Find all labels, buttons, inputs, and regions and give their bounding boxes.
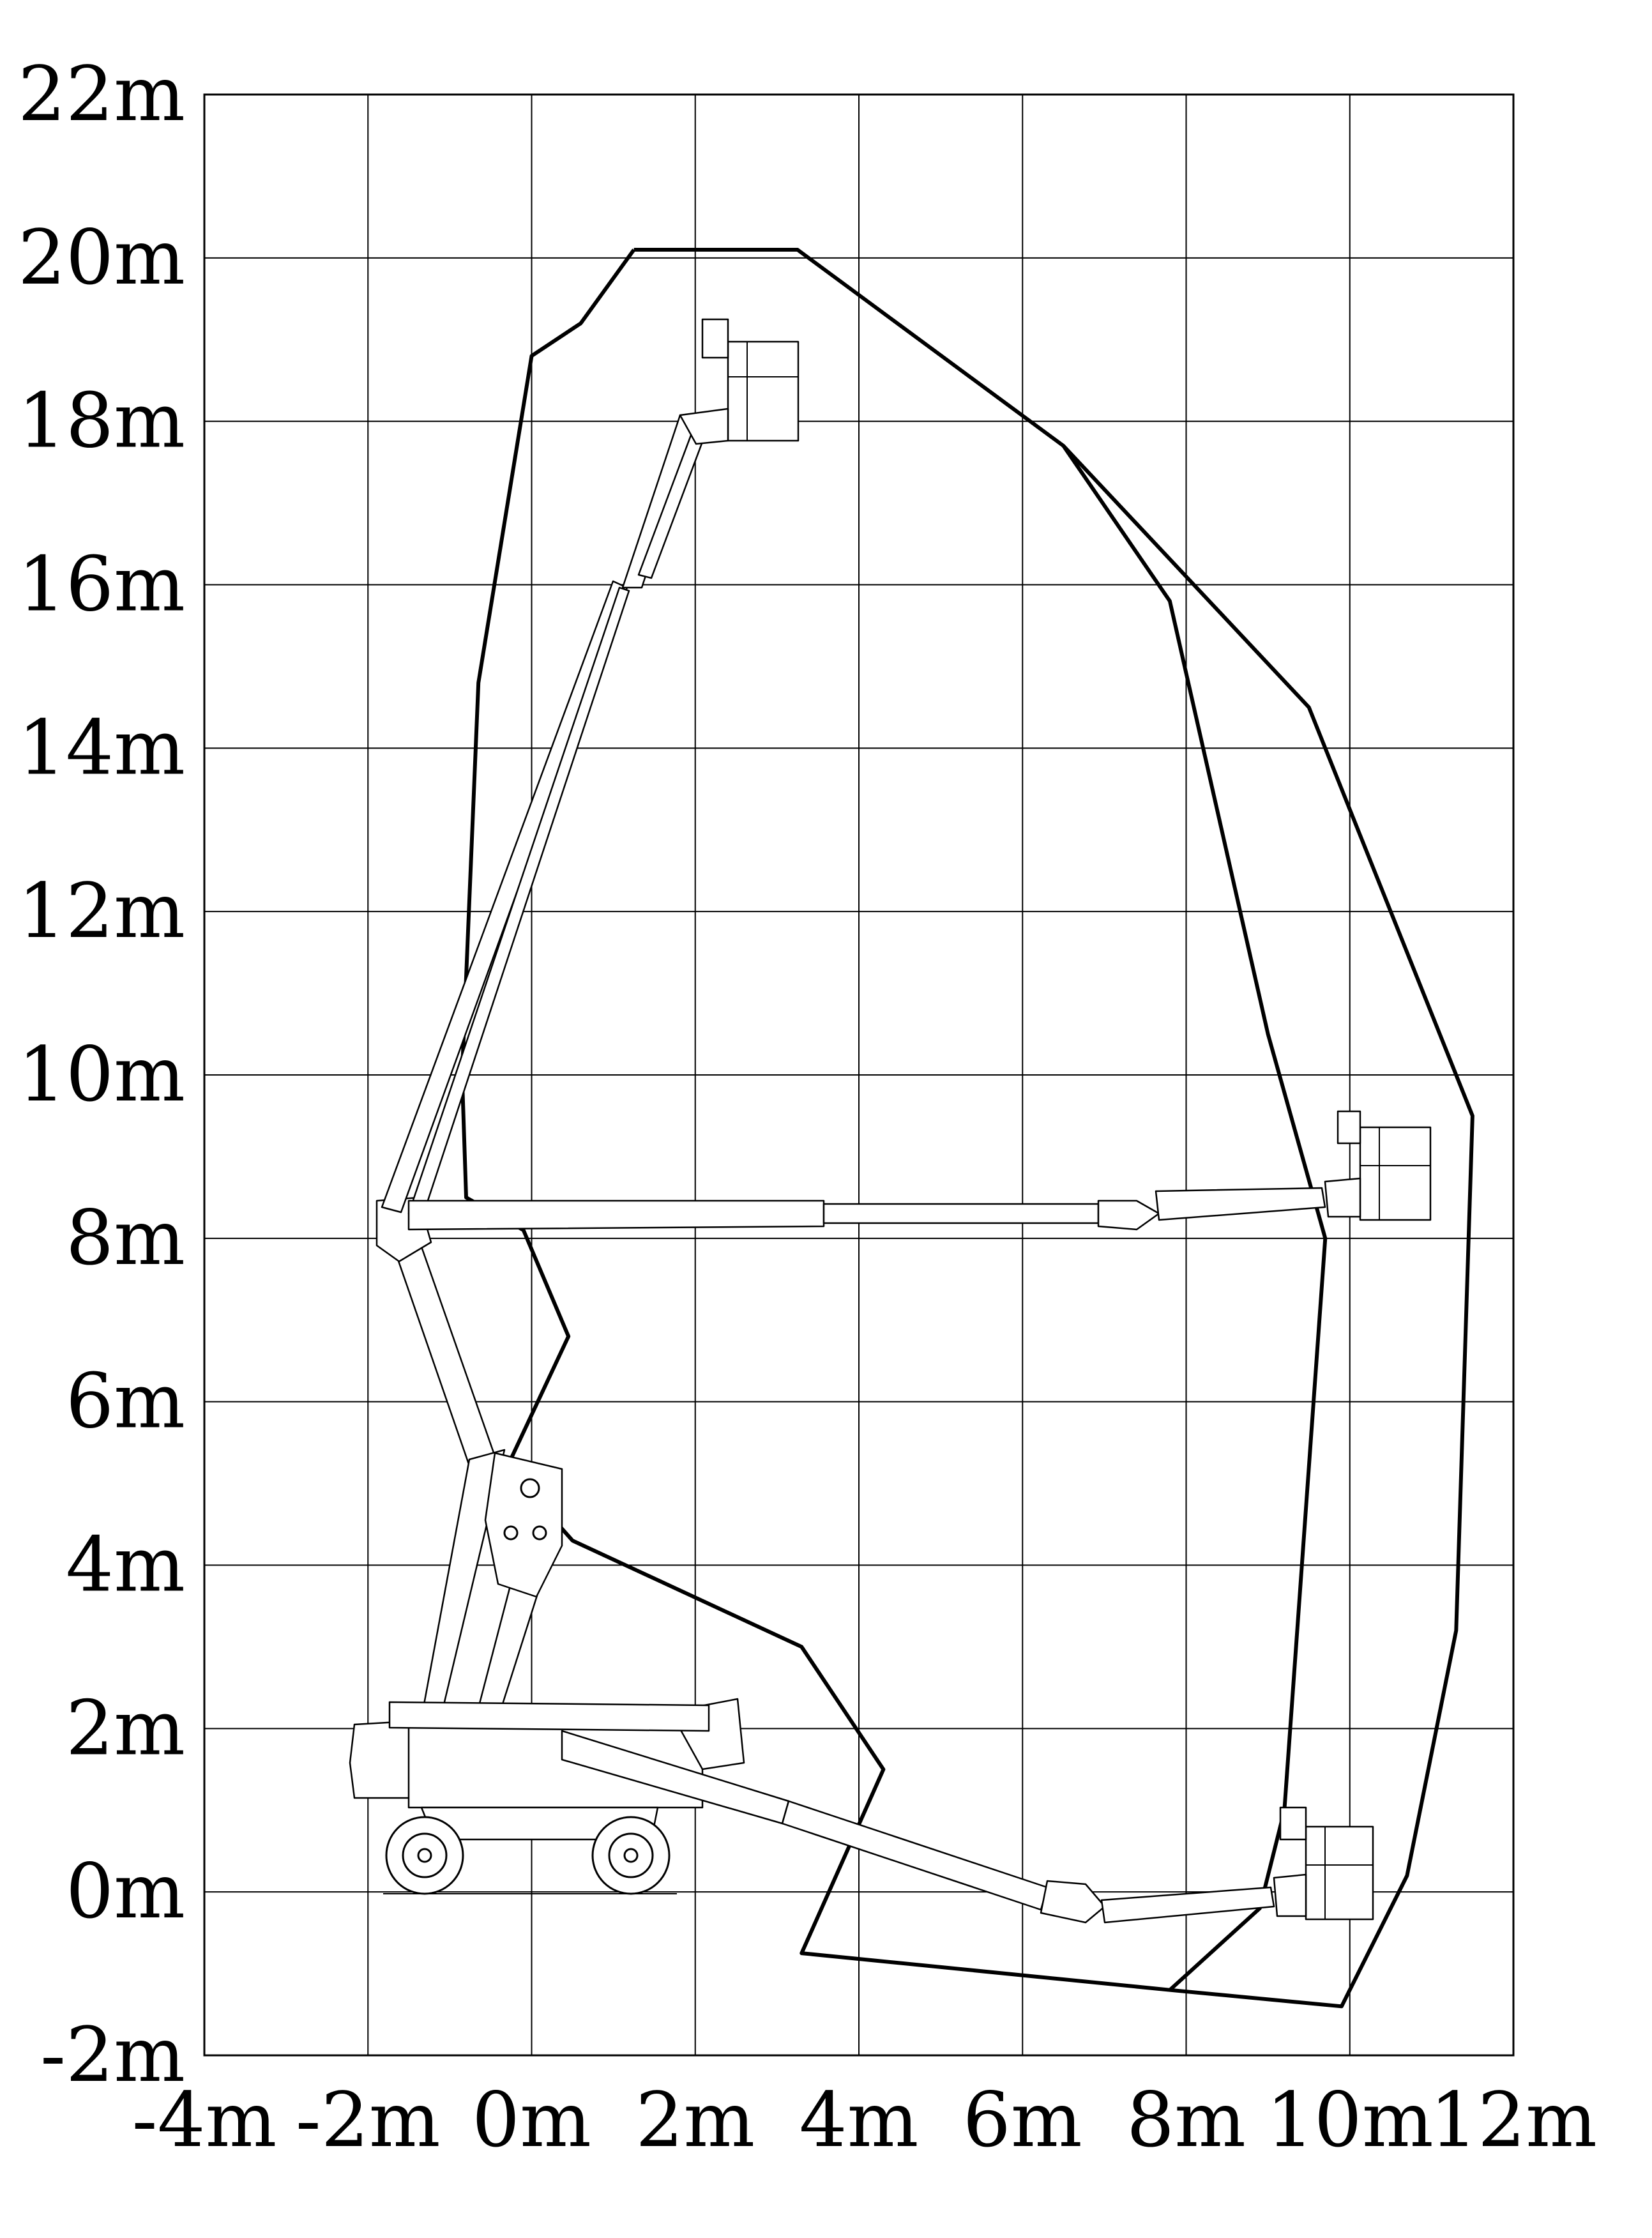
fly-boom-horizontal: [822, 1203, 1100, 1224]
main-boom-raised-outer: [407, 586, 630, 1221]
y-tick-label: 2m: [66, 1684, 185, 1772]
x-tick-label: 2m: [635, 2076, 755, 2164]
platform-raised: [727, 340, 799, 442]
jib-raised: [621, 414, 697, 589]
boom-lowered: [561, 1730, 1374, 1924]
leveling-raised: [679, 407, 729, 445]
boom-nose-horizontal: [1097, 1199, 1160, 1231]
wheel-front: [591, 1816, 671, 1895]
boom-raised: [381, 318, 799, 1221]
y-tick-label: 16m: [18, 540, 185, 628]
y-tick-label: 4m: [66, 1521, 185, 1609]
rotator-raised: [701, 318, 729, 359]
pivot-pin-3: [532, 1525, 547, 1541]
riser-bracket: [484, 1452, 563, 1598]
x-tick-label: 4m: [799, 2076, 919, 2164]
y-tick-label: 12m: [18, 867, 185, 955]
y-tick-label: 0m: [66, 1847, 185, 1935]
wheel-rear: [385, 1816, 464, 1895]
y-tick-label: 20m: [18, 213, 185, 301]
y-tick-label: 10m: [18, 1030, 185, 1118]
x-tick-label: -2m: [296, 2076, 441, 2164]
fly-boom-lowered: [781, 1800, 1049, 1911]
boom-horizontal: [407, 1110, 1432, 1231]
stowed-boom: [388, 1701, 710, 1732]
y-axis-tick-labels: 22m 20m 18m 16m 14m 12m 10m 8m 6m 4m 2m 0m -2m: [18, 50, 185, 2099]
x-tick-label: -4m: [132, 2076, 277, 2164]
jib-horizontal: [1155, 1187, 1326, 1221]
jib-lowered: [1100, 1886, 1275, 1924]
y-tick-label: -2m: [40, 2011, 185, 2099]
y-tick-label: 14m: [18, 703, 185, 791]
aerial-lift-machine: [349, 318, 1432, 1924]
y-tick-label: 22m: [18, 50, 185, 138]
working-envelope-outer: [460, 248, 1474, 2009]
gate-lowered: [1279, 1806, 1307, 1841]
boom-stowed: [388, 1701, 710, 1732]
x-tick-label: 6m: [963, 2076, 1082, 2164]
y-tick-label: 18m: [18, 377, 185, 465]
x-tick-label: 8m: [1126, 2076, 1246, 2164]
x-tick-label: 12m: [1430, 2076, 1597, 2164]
y-tick-label: 8m: [66, 1194, 185, 1282]
x-tick-label: 0m: [472, 2076, 591, 2164]
platform-lowered: [1305, 1825, 1374, 1921]
x-tick-label: 10m: [1266, 2076, 1434, 2164]
pivot-pin-2: [503, 1525, 519, 1541]
boom-nose-lowered: [1040, 1880, 1106, 1924]
plot-frame: [203, 93, 1515, 2057]
lower-boom: [375, 1196, 563, 1719]
y-tick-label: 6m: [66, 1357, 185, 1445]
rotator-horizontal: [1324, 1177, 1361, 1218]
main-boom-horizontal: [407, 1199, 825, 1231]
gate-horizontal: [1337, 1110, 1361, 1145]
platform-horizontal: [1359, 1126, 1432, 1221]
pivot-pin: [520, 1478, 540, 1498]
rotator-lowered: [1273, 1873, 1307, 1917]
